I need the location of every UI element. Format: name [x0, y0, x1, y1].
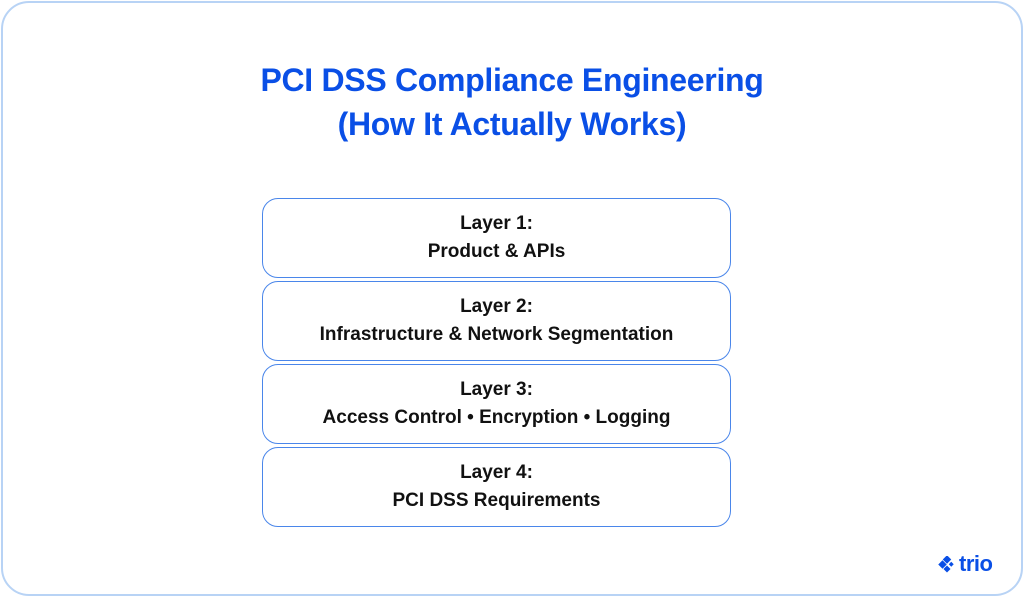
- layer-3-description: Access Control • Encryption • Logging: [322, 407, 671, 428]
- trio-logo-text: trio: [959, 551, 993, 576]
- layer-1-description: Product & APIs: [427, 241, 566, 262]
- layer-2-description: Infrastructure & Network Segmentation: [319, 324, 674, 345]
- title-line-1: PCI DSS Compliance Engineering: [260, 62, 764, 98]
- layer-3-box: Layer 3: Access Control • Encryption • L…: [262, 364, 731, 444]
- layer-1-label: Layer 1:: [460, 213, 533, 234]
- layer-4-box: Layer 4: PCI DSS Requirements: [262, 447, 731, 527]
- layer-2-label: Layer 2:: [460, 296, 533, 317]
- layer-1-box: Layer 1: Product & APIs: [262, 198, 731, 278]
- trio-logo-mark-icon: [938, 554, 955, 573]
- layer-3-label: Layer 3:: [460, 379, 533, 400]
- layer-4-description: PCI DSS Requirements: [392, 490, 601, 511]
- page-title: PCI DSS Compliance Engineering (How It A…: [0, 58, 1024, 146]
- trio-logo: trio: [938, 551, 993, 576]
- layer-4-label: Layer 4:: [460, 462, 533, 483]
- layer-2-box: Layer 2: Infrastructure & Network Segmen…: [262, 281, 731, 361]
- title-line-2: (How It Actually Works): [337, 106, 687, 142]
